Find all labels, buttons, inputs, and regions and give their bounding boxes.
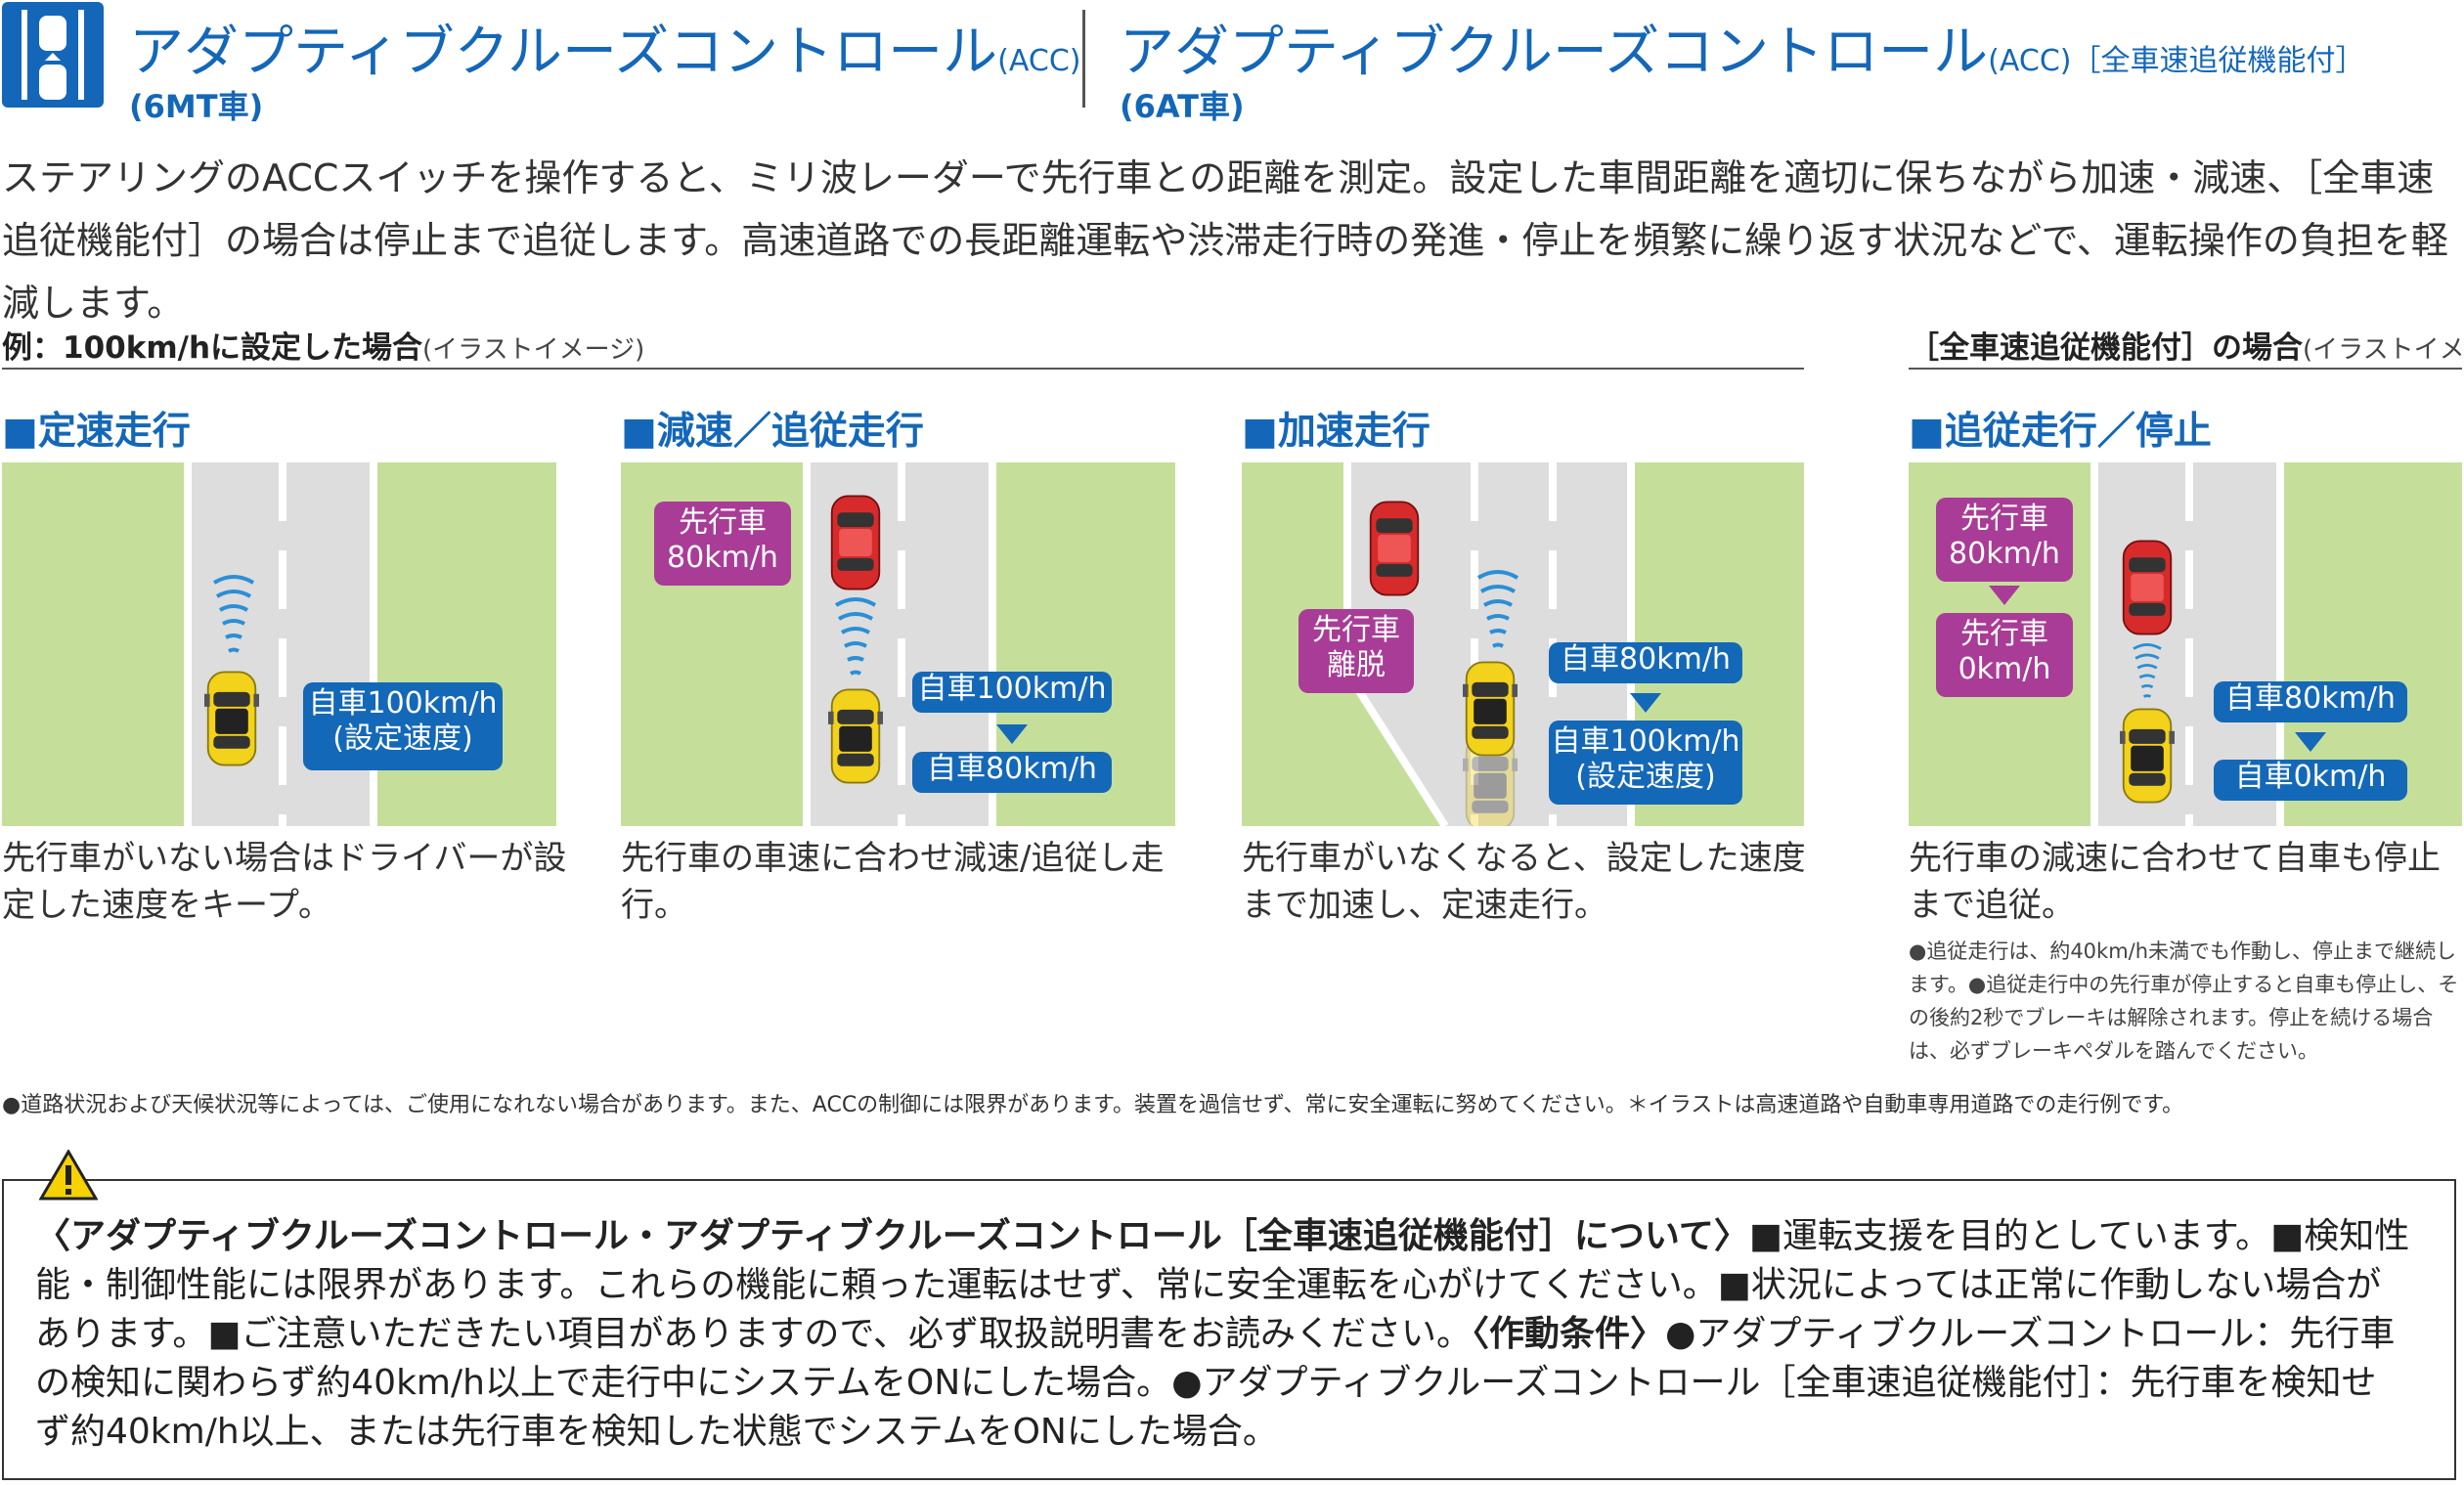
acc-subtitle-left: (6MT車) (129, 88, 264, 125)
lead-car-icon (828, 492, 883, 593)
footnote: ●道路状況および天候状況等によっては、ご使用になれない場合があります。また、AC… (2, 1093, 2184, 1117)
acc-title-right-text: アダプティブクルーズコントロール (1120, 21, 1989, 84)
lead-speed-after-line2: 0km/h (1958, 652, 2051, 686)
own-speed-after-tag: 自車80km/h (912, 752, 1112, 793)
panel3-title: ■加速走行 (1242, 410, 1430, 454)
own-car-icon (1463, 658, 1518, 760)
lead-car-icon (2120, 537, 2175, 638)
example-label-left: 例：100km/hに設定した場合(イラストイメージ) (2, 323, 644, 367)
panel2-caption: 先行車の車速に合わせ減速/追従し走行。 (621, 839, 1165, 925)
panel1-title: ■定速走行 (2, 410, 191, 454)
lead-speed-before-line2: 80km/h (1949, 537, 2060, 571)
panel3-illustration: 先行車 離脱 自車80km/h 自車100km/h (設定速度) (1242, 462, 1804, 826)
lead-status-tag-line2: 離脱 (1327, 648, 1386, 682)
acc-logo-icon (2, 2, 104, 108)
lane-dash (279, 462, 286, 826)
example-label-right: ［全車速追従機能付］の場合(イラストイメージ) (1909, 323, 2464, 367)
lead-status-tag-line1: 先行車 (1312, 613, 1400, 647)
own-speed-after-tag-line1: 自車100km/h (1551, 724, 1740, 759)
lead-speed-tag-line1: 先行車 (679, 505, 767, 540)
panel1-illustration: 自車100km/h (設定速度) (2, 462, 556, 826)
lead-car-icon (1367, 498, 1422, 599)
panel1-caption: 先行車がいない場合はドライバーが設定した速度をキープ。 (2, 839, 567, 925)
panel4-title: ■追従走行／停止 (1909, 410, 2212, 454)
caution-text: 〈アダプティブクルーズコントロール・アダプティブクルーズコントロール［全車速追従… (35, 1212, 2411, 1457)
own-speed-before-tag: 自車100km/h (912, 672, 1112, 713)
example-label-left-text: 例：100km/hに設定した場合 (2, 330, 423, 366)
lead-speed-before-tag: 先行車 80km/h (1936, 498, 2073, 582)
own-speed-before-tag: 自車80km/h (1549, 642, 1742, 683)
own-speed-after-tag: 自車100km/h (設定速度) (1549, 721, 1742, 805)
radar-icon (2118, 636, 2177, 705)
header-divider (1082, 10, 1085, 108)
warning-triangle-icon (38, 1149, 99, 1204)
radar-icon (204, 565, 263, 663)
acc-subtitle-right: (6AT車) (1120, 88, 1245, 125)
own-speed-after-tag-line2: (設定速度) (1575, 760, 1716, 794)
example-label-right-text: ［全車速追従機能付］の場合 (1909, 330, 2303, 366)
lane-line (803, 462, 811, 826)
arrow-down-icon (996, 724, 1028, 744)
panel4-illustration: 先行車 80km/h 先行車 0km/h 自車80km/h 自車0km/h (1909, 462, 2462, 826)
own-car-icon (828, 685, 883, 787)
own-speed-tag: 自車100km/h (設定速度) (303, 682, 503, 770)
caution-box (2, 1179, 2456, 1480)
lane-line (2276, 462, 2284, 826)
arrow-down-icon (2295, 732, 2326, 752)
example-rule-right (1909, 368, 2462, 370)
lane-dash (898, 462, 905, 826)
lane-line (370, 462, 377, 826)
arrow-down-icon (1989, 586, 2020, 605)
lane-line (184, 462, 192, 826)
caution-heading-conditions: 〈作動条件〉 (1471, 1314, 1665, 1354)
lead-status-tag: 先行車 離脱 (1298, 609, 1414, 693)
caution-heading-acc: 〈アダプティブクルーズコントロール・アダプティブクルーズコントロール［全車速追従… (35, 1216, 1749, 1256)
lead-speed-after-line1: 先行車 (1960, 617, 2048, 651)
acc-title-left-suffix: (ACC) (997, 44, 1081, 78)
caution-body-conditions: ●アダプティブクルーズコントロール：先行車の検知に関わらず約40km/h以上で走… (35, 1314, 2396, 1452)
intro-paragraph: ステアリングのACCスイッチを操作すると、ミリ波レーダーで先行車との距離を測定。… (2, 156, 2448, 325)
panel4-caption: 先行車の減速に合わせて自車も停止まで追従。 (1909, 839, 2441, 925)
acc-title-left: アダプティブクルーズコントロール(ACC) (129, 23, 1080, 91)
lane-line (2090, 462, 2098, 826)
example-label-right-note: (イラストイメージ) (2303, 335, 2464, 365)
panel2-illustration: 先行車 80km/h 自車100km/h 自車80km/h (621, 462, 1175, 826)
own-speed-tag-line2: (設定速度) (332, 721, 473, 756)
own-speed-after-tag: 自車0km/h (2214, 760, 2407, 801)
lead-speed-before-line1: 先行車 (1960, 502, 2048, 536)
acc-title-left-text: アダプティブクルーズコントロール (129, 21, 998, 84)
lead-speed-tag-line2: 80km/h (667, 541, 778, 575)
example-rule-left (2, 368, 1804, 370)
radar-icon (1469, 560, 1527, 658)
panel3-caption: 先行車がいなくなると、設定した速度まで加速し、定速走行。 (1242, 839, 1806, 925)
lane-dash (2185, 462, 2193, 826)
lead-speed-tag: 先行車 80km/h (654, 502, 791, 586)
lead-speed-after-tag: 先行車 0km/h (1936, 613, 2073, 697)
panel2-title: ■減速／追従走行 (621, 410, 924, 454)
caution-body-acc: ■運転支援を目的としています。■検知性能・制御性能には限界があります。これらの機… (35, 1216, 2410, 1354)
example-label-left-note: (イラストイメージ) (422, 335, 645, 365)
acc-title-right: アダプティブクルーズコントロール(ACC)［全車速追従機能付］ (1120, 23, 2364, 91)
lane-line (989, 462, 996, 826)
own-speed-before-tag: 自車80km/h (2214, 681, 2407, 722)
own-car-icon (204, 668, 259, 769)
acc-title-right-suffix: (ACC)［全車速追従機能付］ (1988, 44, 2365, 78)
own-speed-tag-line1: 自車100km/h (308, 686, 498, 721)
own-car-icon (2120, 705, 2175, 807)
radar-icon (826, 588, 885, 685)
arrow-down-icon (1630, 693, 1661, 713)
panel4-note: ●追従走行は、約40km/h未満でも作動し、停止まで継続します。●追従走行中の先… (1909, 940, 2459, 1063)
